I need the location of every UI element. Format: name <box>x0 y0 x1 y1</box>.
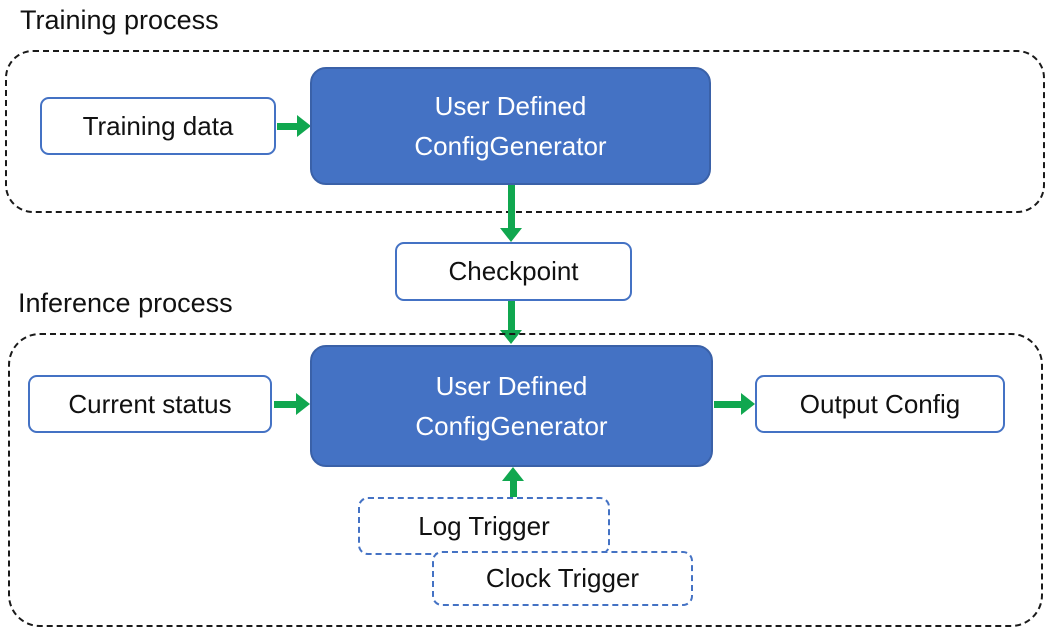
arrow-up-icon <box>502 467 524 497</box>
training-data-box: Training data <box>40 97 276 155</box>
arrow-shaft <box>277 122 297 130</box>
arrow-right-icon <box>274 393 310 415</box>
inference-process-container <box>8 333 1043 627</box>
arrow-right-icon <box>277 115 311 137</box>
arrow-down-icon <box>500 185 522 242</box>
generator-line2: ConfigGenerator <box>415 411 608 441</box>
checkpoint-box: Checkpoint <box>395 242 632 301</box>
arrow-head <box>500 228 522 242</box>
arrow-shaft <box>274 400 296 408</box>
generator-line1: User Defined <box>435 370 588 401</box>
current-status-box: Current status <box>28 375 272 433</box>
arrow-head <box>297 115 311 137</box>
output-config-box: Output Config <box>755 375 1005 433</box>
inference-process-label: Inference process <box>18 288 233 318</box>
arrow-head <box>741 393 755 415</box>
log-trigger-box: Log Trigger <box>358 497 610 555</box>
arrow-right-icon <box>714 393 755 415</box>
arrow-head <box>296 393 310 415</box>
inference-config-generator-box: User Defined ConfigGenerator <box>310 345 713 467</box>
arrow-shaft <box>507 301 515 330</box>
arrow-shaft <box>714 400 741 408</box>
training-process-label: Training process <box>20 5 219 35</box>
arrow-shaft <box>507 185 515 228</box>
arrow-shaft <box>509 481 517 497</box>
generator-line1: User Defined <box>434 90 587 121</box>
training-process-container <box>5 50 1045 213</box>
training-config-generator-box: User Defined ConfigGenerator <box>310 67 711 185</box>
generator-line2: ConfigGenerator <box>414 131 607 161</box>
clock-trigger-box: Clock Trigger <box>432 551 693 606</box>
arrow-head <box>502 467 524 481</box>
